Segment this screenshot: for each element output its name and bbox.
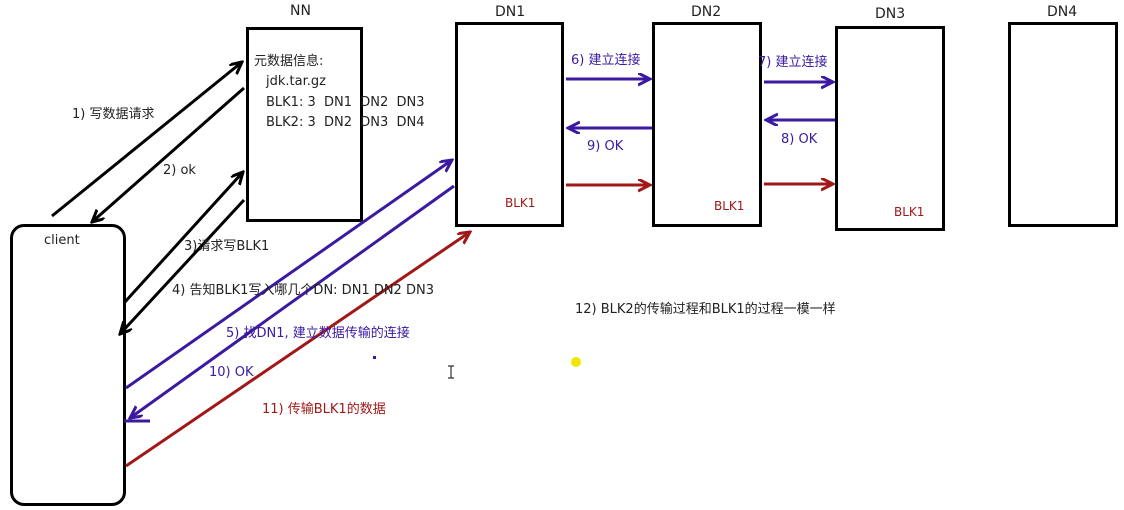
metadata-blk1: BLK1: 3 DN1 DN2 DN3 bbox=[266, 95, 425, 110]
datanode-4-title: DN4 bbox=[1047, 4, 1078, 20]
text-cursor-icon bbox=[448, 365, 454, 379]
arrow-ok-reply bbox=[92, 86, 245, 222]
metadata-file: jdk.tar.gz bbox=[266, 74, 326, 89]
datanode-3-title: DN3 bbox=[875, 6, 906, 22]
client-title: client bbox=[44, 233, 80, 248]
arrow-transfer-blk1 bbox=[125, 232, 470, 468]
highlight-dot bbox=[571, 357, 581, 367]
arrow-write-request bbox=[51, 62, 242, 218]
metadata-header: 元数据信息: bbox=[254, 54, 324, 69]
step-10-label: 10) OK bbox=[209, 365, 254, 380]
arrow-request-blk1 bbox=[122, 172, 243, 305]
datanode-3-block-label: BLK1 bbox=[894, 205, 925, 219]
arrow-connect-dn1 bbox=[125, 160, 452, 390]
step-8-label: 8) OK bbox=[781, 132, 818, 147]
datanode-1-box bbox=[455, 22, 564, 227]
arrow-tell-dns bbox=[120, 198, 246, 334]
step-11-label: 11) 传输BLK1的数据 bbox=[262, 402, 386, 417]
datanode-1-title: DN1 bbox=[495, 4, 526, 20]
client-box bbox=[10, 224, 126, 506]
step-3-label: 3)请求写BLK1 bbox=[184, 239, 270, 254]
cursor-dot bbox=[373, 356, 376, 359]
step-2-label: 2) ok bbox=[163, 163, 196, 178]
namenode-box bbox=[246, 27, 363, 222]
datanode-2-box bbox=[652, 22, 762, 227]
datanode-4-box bbox=[1008, 22, 1118, 227]
step-5-label: 5) 找DN1, 建立数据传输的连接 bbox=[226, 326, 410, 341]
namenode-title: NN bbox=[290, 3, 311, 19]
step-1-label: 1) 写数据请求 bbox=[72, 107, 155, 122]
arrow-ok-from-dn1 bbox=[130, 184, 455, 418]
datanode-1-block-label: BLK1 bbox=[505, 196, 536, 210]
step-6-label: 6) 建立连接 bbox=[571, 53, 641, 68]
datanode-3-box bbox=[835, 26, 945, 231]
datanode-2-block-label: BLK1 bbox=[714, 199, 745, 213]
metadata-blk2: BLK2: 3 DN2 DN3 DN4 bbox=[266, 115, 425, 130]
step-4-label: 4) 告知BLK1写入哪几个DN: DN1 DN2 DN3 bbox=[172, 283, 434, 298]
step-7-label: 7) 建立连接 bbox=[758, 55, 828, 70]
step-9-label: 9) OK bbox=[587, 139, 624, 154]
step-12-label: 12) BLK2的传输过程和BLK1的过程一模一样 bbox=[575, 302, 836, 317]
datanode-2-title: DN2 bbox=[691, 4, 722, 20]
